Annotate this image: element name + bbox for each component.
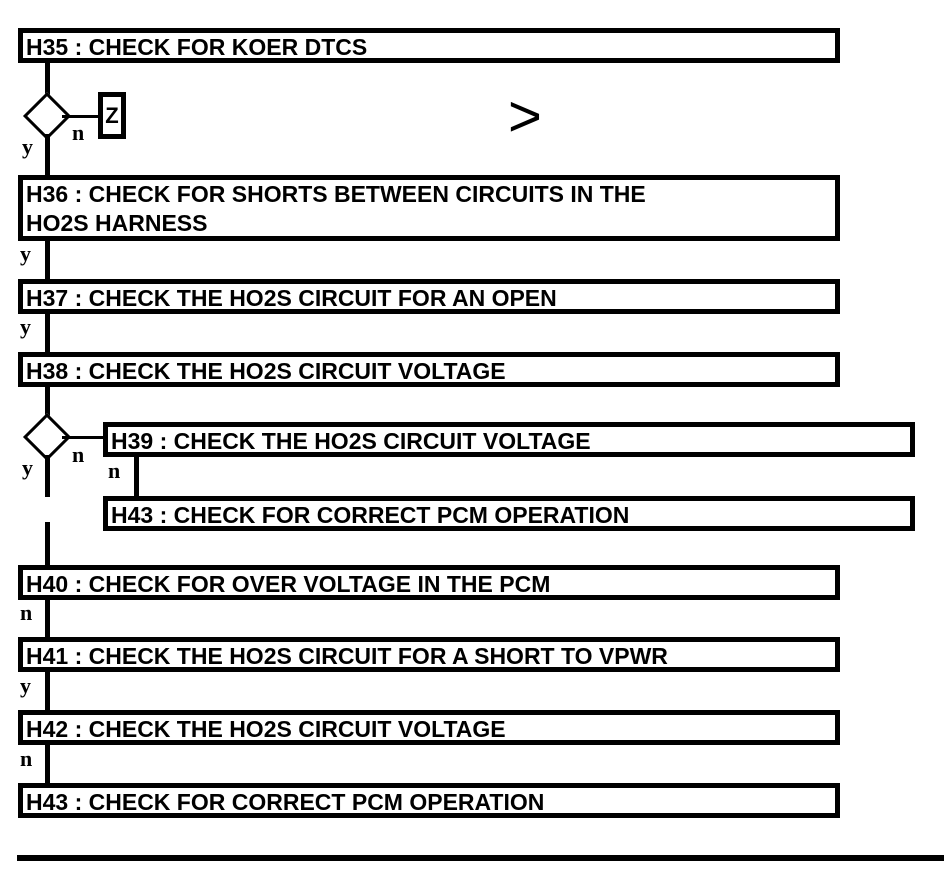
connector-h38-to-decision2 [45, 387, 50, 422]
step-box-h41[interactable]: H41 : CHECK THE HO2S CIRCUIT FOR A SHORT… [18, 637, 840, 672]
step-box-h42[interactable]: H42 : CHECK THE HO2S CIRCUIT VOLTAGE [18, 710, 840, 745]
step-box-h36[interactable]: H36 : CHECK FOR SHORTS BETWEEN CIRCUITS … [18, 175, 840, 241]
branch-label-d2-no: n [72, 442, 85, 467]
connector-h35-to-decision1 [45, 62, 50, 100]
branch-label-after-h36: y [20, 241, 31, 266]
step-label-h41: H41 : CHECK THE HO2S CIRCUIT FOR A SHORT… [26, 643, 668, 669]
connector-h39-to-h43-branch [134, 457, 139, 497]
step-box-h38[interactable]: H38 : CHECK THE HO2S CIRCUIT VOLTAGE [18, 352, 840, 387]
branch-label-after-h37: y [20, 314, 31, 339]
step-label-h43: H43 : CHECK FOR CORRECT PCM OPERATION [26, 789, 545, 815]
terminator-node-z[interactable]: Z [98, 92, 126, 139]
step-label-h42: H42 : CHECK THE HO2S CIRCUIT VOLTAGE [26, 716, 506, 742]
step-box-h35[interactable]: H35 : CHECK FOR KOER DTCS [18, 28, 840, 63]
connector-decision2-yes-lower [45, 522, 50, 566]
branch-label-h39-no: n [108, 458, 121, 483]
connector-decision1-no [62, 115, 100, 118]
step-label-h40: H40 : CHECK FOR OVER VOLTAGE IN THE PCM [26, 571, 551, 597]
branch-label-after-h40: n [20, 600, 33, 625]
terminator-node-glyph: Z [105, 102, 119, 128]
step-box-h43-branch[interactable]: H43 : CHECK FOR CORRECT PCM OPERATION [103, 496, 915, 531]
branch-label-after-h42: n [20, 746, 33, 771]
step-label-h43-branch: H43 : CHECK FOR CORRECT PCM OPERATION [111, 502, 630, 528]
branch-label-after-h41: y [20, 673, 31, 698]
connector-decision2-yes-upper [45, 455, 50, 497]
connector-decision2-no [62, 436, 106, 439]
step-label-h37: H37 : CHECK THE HO2S CIRCUIT FOR AN OPEN [26, 285, 557, 311]
step-box-h43[interactable]: H43 : CHECK FOR CORRECT PCM OPERATION [18, 783, 840, 818]
step-box-h39[interactable]: H39 : CHECK THE HO2S CIRCUIT VOLTAGE [103, 422, 915, 457]
step-label-h35: H35 : CHECK FOR KOER DTCS [26, 34, 368, 60]
step-box-h37[interactable]: H37 : CHECK THE HO2S CIRCUIT FOR AN OPEN [18, 279, 840, 314]
connector-h41-to-h42 [45, 672, 50, 711]
connector-h40-to-h41 [45, 600, 50, 638]
connector-decision1-yes-to-h36 [45, 134, 50, 176]
chevron-right-icon: > [508, 84, 542, 149]
bottom-divider [17, 855, 944, 861]
branch-label-d2-yes: y [22, 455, 33, 480]
step-label-h38: H38 : CHECK THE HO2S CIRCUIT VOLTAGE [26, 358, 506, 384]
step-label-h36: H36 : CHECK FOR SHORTS BETWEEN CIRCUITS … [26, 181, 646, 236]
connector-h36-to-h37 [45, 241, 50, 280]
branch-label-d1-yes: y [22, 134, 33, 159]
connector-h37-to-h38 [45, 314, 50, 353]
connector-h42-to-h43 [45, 745, 50, 784]
step-box-h40[interactable]: H40 : CHECK FOR OVER VOLTAGE IN THE PCM [18, 565, 840, 600]
step-label-h39: H39 : CHECK THE HO2S CIRCUIT VOLTAGE [111, 428, 591, 454]
branch-label-d1-no: n [72, 120, 85, 145]
